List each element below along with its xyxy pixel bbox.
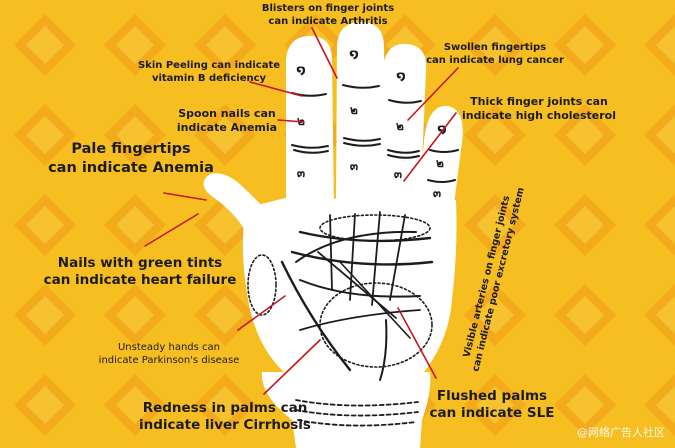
pointer-line <box>263 339 321 395</box>
label-swollen-fingertips: Swollen fingertips can indicate lung can… <box>426 42 564 66</box>
label-green-nails: Nails with green tints can indicate hear… <box>43 255 237 289</box>
pointer-line <box>311 27 338 79</box>
wrist-bands <box>295 399 419 427</box>
pointer-lines <box>144 27 459 395</box>
label-thick-joints: Thick finger joints can indicate high ch… <box>461 95 617 123</box>
pointer-line <box>277 119 305 123</box>
svg-text:๒: ๒ <box>396 119 404 133</box>
pointer-line <box>407 67 459 121</box>
svg-text:๓: ๓ <box>433 186 441 200</box>
label-blisters: Blisters on finger joints can indicate A… <box>261 3 395 27</box>
label-spoon-nails: Spoon nails can indicate Anemia <box>176 107 278 135</box>
svg-text:໑: ໑ <box>437 122 446 136</box>
pointer-line <box>397 307 437 379</box>
pointer-line <box>249 81 303 97</box>
svg-text:๒: ๒ <box>350 103 358 117</box>
svg-text:๓: ๓ <box>350 159 358 173</box>
svg-text:໑: ໑ <box>349 47 358 61</box>
pointer-line <box>237 295 286 331</box>
hand-illustration <box>203 22 463 448</box>
svg-text:๓: ๓ <box>297 166 305 180</box>
watermark: @网络广告人社区 <box>577 426 665 439</box>
label-skin-peeling: Skin Peeling can indicate vitamin B defi… <box>137 60 281 84</box>
label-unsteady-hands: Unsteady hands can indicate Parkinson's … <box>98 342 240 366</box>
finger-creases <box>291 84 459 183</box>
label-flushed-palms: Flushed palms can indicate SLE <box>429 388 555 422</box>
svg-text:໑: ໑ <box>296 63 305 77</box>
pointer-line <box>403 112 457 182</box>
pointer-line <box>163 192 207 201</box>
label-red-palms: Redness in palms can indicate liver Cirr… <box>139 400 311 434</box>
svg-text:๓: ๓ <box>394 167 402 181</box>
svg-text:໑: ໑ <box>396 69 405 83</box>
svg-text:๒: ๒ <box>436 156 444 170</box>
label-pale-fingertips: Pale fingertips can indicate Anemia <box>48 141 214 176</box>
pointer-line <box>144 213 199 247</box>
palm-lines <box>247 211 434 381</box>
